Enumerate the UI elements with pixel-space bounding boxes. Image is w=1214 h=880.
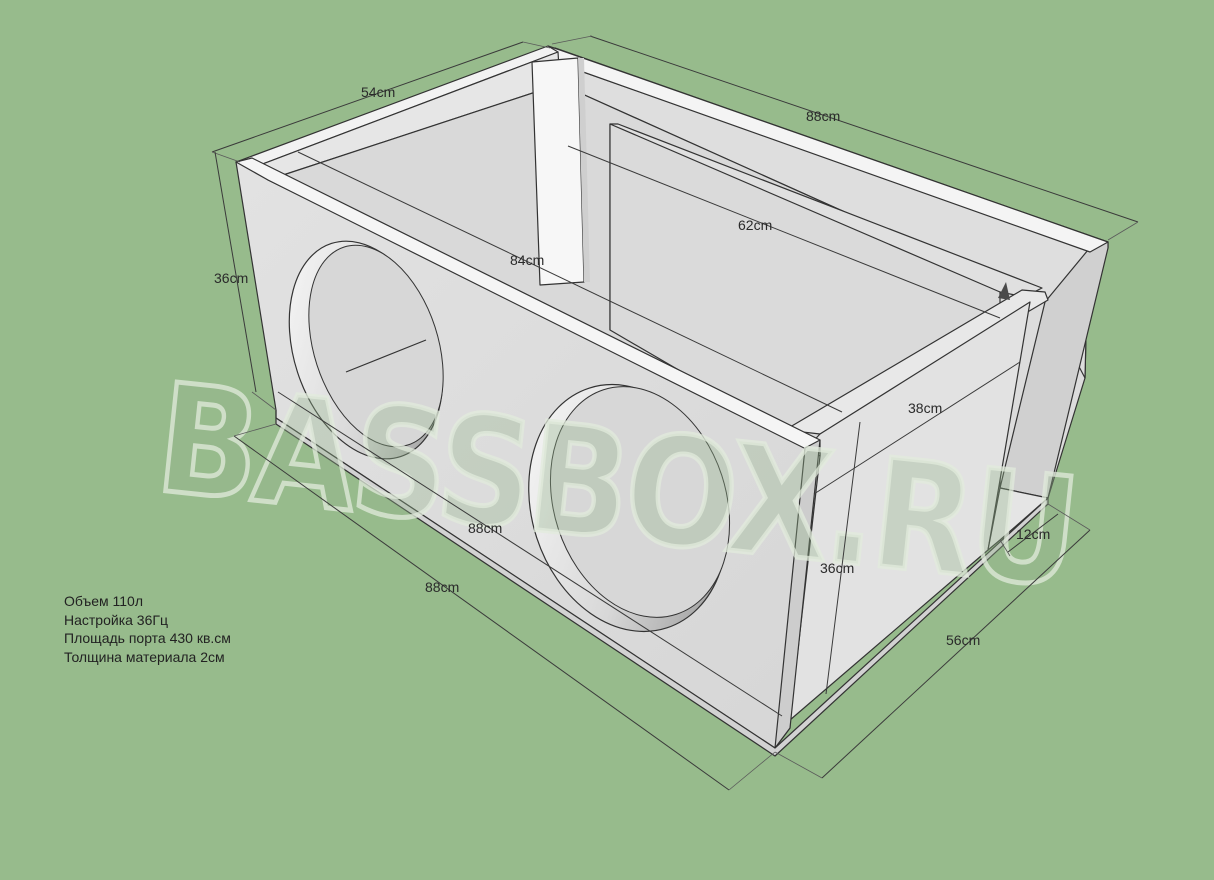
brace-column bbox=[531, 57, 585, 286]
port-floor bbox=[987, 487, 1049, 551]
spec-tuning: Настройка 36Гц bbox=[64, 611, 168, 628]
specs-block: Объем 110л Настройка 36Гц Площадь порта … bbox=[64, 592, 231, 666]
speaker-cutout-left bbox=[288, 240, 444, 460]
dimension-lines bbox=[211, 35, 1139, 791]
dim-port-section-depth: 38cm bbox=[908, 400, 942, 416]
front-baffle-top-edge bbox=[235, 157, 821, 457]
speaker-cutouts bbox=[288, 240, 731, 633]
dim-top-length: 88cm bbox=[806, 108, 840, 124]
right-front-end bbox=[774, 439, 821, 749]
spec-port-area: Площадь порта 430 кв.см bbox=[64, 630, 231, 646]
port-inner-panel bbox=[784, 289, 1049, 435]
dim-port-length: 62cm bbox=[738, 217, 772, 233]
dim-bottom-length: 88cm bbox=[425, 579, 459, 595]
dimension-labels: 54cm 88cm 84cm 62cm 36cm 36cm 38cm 88cm … bbox=[214, 84, 1050, 648]
spec-material-thickness: Толщина материала 2см bbox=[64, 648, 225, 665]
port-corner-detail bbox=[998, 282, 1010, 300]
bottom-board bbox=[275, 409, 1049, 757]
brace-column-shade bbox=[578, 58, 590, 282]
dim-port-width: 12cm bbox=[1016, 526, 1050, 542]
dim-bottom-depth: 56cm bbox=[946, 632, 980, 648]
dim-left-height: 36cm bbox=[214, 270, 248, 286]
dim-inner-length: 84cm bbox=[510, 252, 544, 268]
spec-volume: Объем 110л bbox=[64, 593, 143, 609]
speaker-cutout-right bbox=[528, 383, 731, 633]
dim-front-inner-length: 88cm bbox=[468, 520, 502, 536]
dim-top-depth: 54cm bbox=[361, 84, 395, 100]
dim-front-height: 36cm bbox=[820, 560, 854, 576]
